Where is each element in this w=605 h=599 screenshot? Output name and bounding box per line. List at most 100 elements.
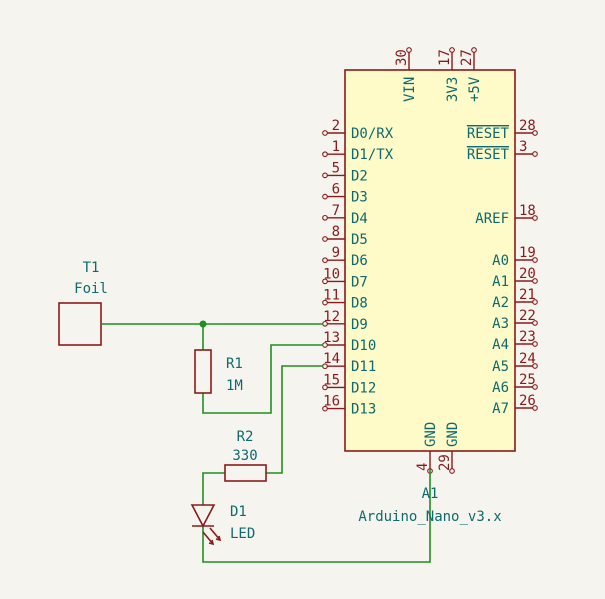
t1-foil-symbol[interactable] <box>58 302 102 346</box>
pin-end[interactable] <box>532 384 538 390</box>
pin-name: RESET <box>467 147 510 163</box>
wire-r2-led[interactable] <box>202 472 225 505</box>
pin-name: +5V <box>467 76 483 102</box>
pin-end[interactable] <box>449 47 455 53</box>
pin-number: 10 <box>323 266 340 282</box>
pin-number: 30 <box>394 49 410 66</box>
arduino-value: Arduino_Nano_v3.x <box>358 509 501 525</box>
pin-end[interactable] <box>322 193 328 200</box>
pin-name: A1 <box>492 274 509 290</box>
pin-number: 20 <box>519 266 536 282</box>
pin-name: VIN <box>402 77 418 102</box>
r1-resistor[interactable] <box>194 349 212 394</box>
pin-end[interactable] <box>532 151 538 157</box>
pin-name: A7 <box>492 401 509 417</box>
pin-end[interactable] <box>449 468 455 474</box>
pin-number: 19 <box>519 245 536 261</box>
pin-number: 7 <box>332 203 340 219</box>
pin-number: 26 <box>519 393 536 409</box>
pin-name: A3 <box>492 316 509 332</box>
r2-ref: R2 <box>237 429 254 445</box>
pin-end[interactable] <box>532 299 538 305</box>
d1-value: LED <box>230 526 255 542</box>
pin-number: 12 <box>323 309 340 325</box>
pin-number: 18 <box>519 203 536 219</box>
pin-end[interactable] <box>532 320 538 326</box>
pin-number: 6 <box>332 182 340 198</box>
pin-name: D12 <box>351 380 376 396</box>
pin-end[interactable] <box>322 257 328 264</box>
pin-end[interactable] <box>532 257 538 263</box>
pin-name: D4 <box>351 211 368 227</box>
pin-end[interactable] <box>322 384 328 391</box>
pin-end[interactable] <box>532 130 538 136</box>
pin-name: D5 <box>351 232 368 248</box>
pin-end[interactable] <box>532 341 538 347</box>
pin-number: 16 <box>323 394 340 410</box>
pin-end[interactable] <box>322 299 328 306</box>
pin-number: 1 <box>332 139 340 155</box>
pin-end[interactable] <box>322 130 328 136</box>
r1-value: 1M <box>226 378 243 394</box>
pin-end[interactable] <box>322 151 328 158</box>
pin-name: D6 <box>351 253 368 269</box>
pin-end[interactable] <box>532 363 538 369</box>
pin-number: 25 <box>519 372 536 388</box>
pin-number: 3 <box>519 139 527 155</box>
pin-name: D11 <box>351 359 376 375</box>
pin-number: 23 <box>519 329 536 345</box>
pin-number: 8 <box>332 224 340 240</box>
pin-name: A4 <box>492 337 509 353</box>
pin-end[interactable] <box>532 405 538 411</box>
pin-name: A2 <box>492 295 509 311</box>
pin-name: AREF <box>475 211 509 227</box>
pin-name: RESET <box>467 126 510 142</box>
wire-r1-d10[interactable] <box>202 344 323 414</box>
pin-end[interactable] <box>532 278 538 284</box>
pin-name: GND <box>445 422 461 447</box>
pin-number: 11 <box>323 288 340 304</box>
pin-number: 17 <box>437 49 453 66</box>
pin-name: D0/RX <box>351 126 394 142</box>
pin-name: D2 <box>351 168 368 184</box>
pin-name: D8 <box>351 296 368 312</box>
pin-name: D1/TX <box>351 147 394 163</box>
r2-resistor[interactable] <box>224 464 267 482</box>
pin-end[interactable] <box>322 405 328 412</box>
pin-name: GND <box>423 422 439 447</box>
pin-number: 24 <box>519 351 536 367</box>
wire-r2-d11[interactable] <box>266 365 323 474</box>
arduino-ref: A1 <box>422 486 439 502</box>
pin-end[interactable] <box>471 47 477 53</box>
pin-name: D10 <box>351 338 376 354</box>
d1-ref: D1 <box>230 504 247 520</box>
pin-number: 2 <box>332 118 340 134</box>
pin-number: 14 <box>323 351 340 367</box>
pin-number: 15 <box>323 372 340 388</box>
pin-end[interactable] <box>322 172 328 179</box>
pin-number: 22 <box>519 308 536 324</box>
pin-number: 29 <box>437 454 453 471</box>
pin-name: D13 <box>351 402 376 418</box>
pin-number: 13 <box>323 330 340 346</box>
pin-name: A6 <box>492 380 509 396</box>
pin-name: D3 <box>351 190 368 206</box>
arduino-body[interactable] <box>344 69 516 452</box>
pin-name: A0 <box>492 253 509 269</box>
pin-number: 28 <box>519 118 536 134</box>
wire-led-gnd[interactable] <box>202 469 431 563</box>
pin-end[interactable] <box>322 236 328 242</box>
pin-end[interactable] <box>406 47 412 53</box>
pin-end[interactable] <box>532 215 538 221</box>
pin-end[interactable] <box>322 214 328 221</box>
r1-ref: R1 <box>226 356 243 372</box>
pin-number: 21 <box>519 287 536 303</box>
pin-name: D7 <box>351 274 368 290</box>
r2-value: 330 <box>232 448 257 464</box>
pin-name: D9 <box>351 317 368 333</box>
pin-end[interactable] <box>322 278 328 285</box>
d1-led-symbol[interactable] <box>190 504 222 546</box>
pin-number: 27 <box>459 49 475 66</box>
